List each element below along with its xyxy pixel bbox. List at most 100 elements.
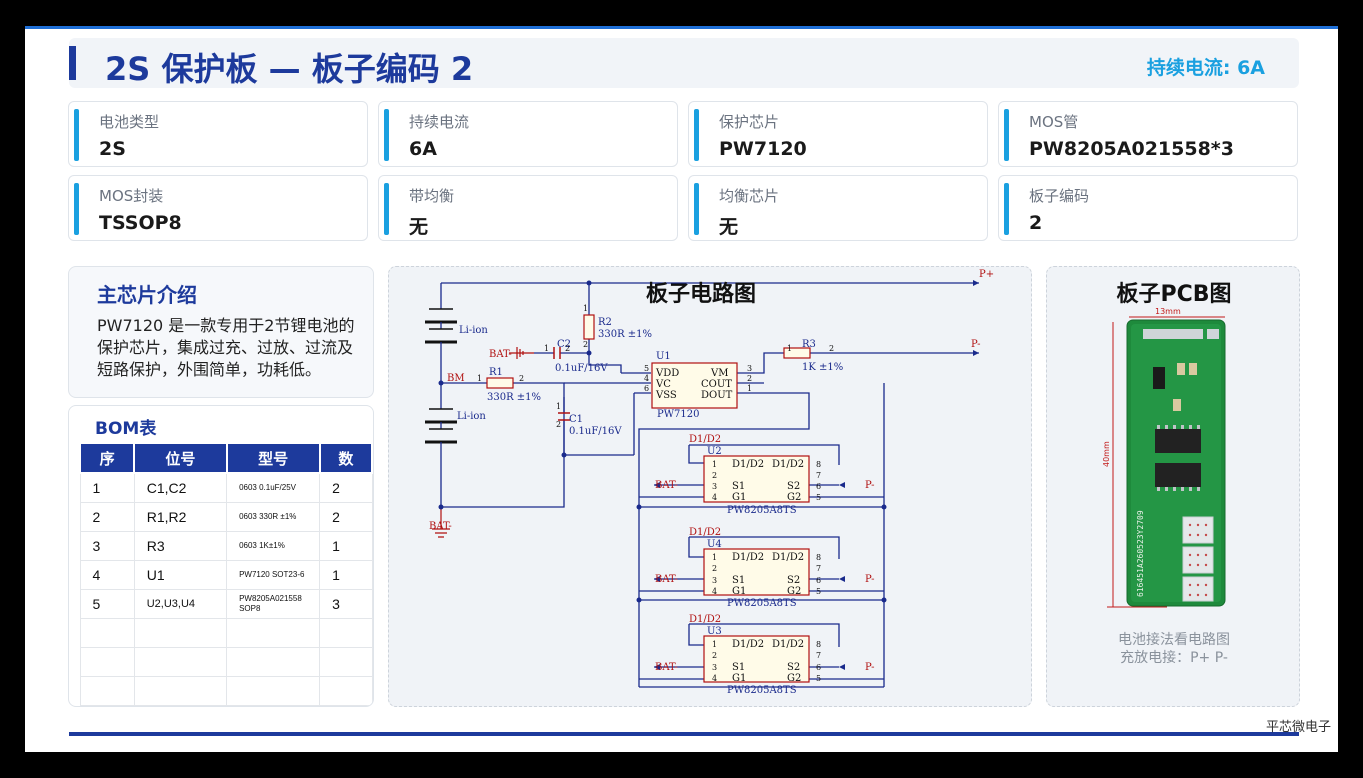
label-li-ion-2: Li-ion — [457, 411, 486, 422]
svg-text:1: 1 — [477, 374, 482, 383]
bom-header-ref: 位号 — [133, 442, 228, 474]
label-u1: U1 — [656, 351, 671, 362]
bom-cell: 2 — [319, 501, 373, 532]
label-bat-minus-u4: BAT- — [655, 574, 678, 585]
pin-u3-s2: S2 — [787, 662, 800, 673]
spec-card-balance-chip: 均衡芯片 无 — [688, 175, 988, 241]
label-u4: U4 — [707, 539, 722, 550]
page-title: 2S 保护板 — 板子编码 2 — [105, 50, 474, 88]
card-accent — [1004, 109, 1009, 161]
bom-cell: R1,R2 — [133, 501, 228, 532]
svg-text:2: 2 — [712, 564, 717, 573]
svg-text:4: 4 — [712, 493, 717, 502]
svg-text:1: 1 — [747, 384, 752, 393]
bom-header-type: 型号 — [225, 442, 321, 474]
bom-cell: 0603 330R ±1% — [226, 501, 321, 532]
svg-text:3: 3 — [712, 663, 717, 672]
pin-u3-s1: S1 — [732, 662, 745, 673]
chip-intro-panel: 主芯片介绍 PW7120 是一款专用于2节锂电池的保护芯片，集成过充、过放、过流… — [68, 266, 374, 398]
svg-text:8: 8 — [816, 460, 821, 469]
bom-cell: R3 — [133, 530, 228, 561]
spec-card-battery-type: 电池类型 2S — [68, 101, 368, 167]
label-mos-part-u3: PW8205A8TS — [727, 685, 797, 696]
bom-cell: U1 — [133, 559, 228, 590]
pcb-height-dim: 40mm — [1102, 441, 1111, 467]
svg-text:1: 1 — [712, 460, 717, 469]
bom-cell: 3 — [79, 530, 135, 561]
label-d1d2-u3: D1/D2 — [689, 614, 721, 625]
svg-text:5: 5 — [816, 674, 821, 683]
spec-label: 板子编码 — [1029, 187, 1090, 205]
pin-vss: VSS — [655, 390, 677, 401]
bom-cell: 0603 0.1uF/25V — [226, 472, 321, 503]
svg-text:4: 4 — [712, 674, 717, 683]
pin-u4-g2: G2 — [787, 586, 801, 597]
table-row: 3 R3 0603 1K±1% 1 — [79, 530, 373, 561]
label-p-plus: P+ — [979, 269, 994, 280]
label-c2-val: 0.1uF/16V — [555, 363, 608, 374]
pin-u4-d1d2-l: D1/D2 — [732, 552, 764, 563]
spec-value: 6A — [409, 138, 437, 160]
card-accent — [694, 183, 699, 235]
table-row: 1 C1,C2 0603 0.1uF/25V 2 — [79, 472, 373, 503]
svg-text:1: 1 — [556, 402, 561, 411]
svg-text:2: 2 — [747, 374, 752, 383]
bom-cell: 5 — [79, 588, 135, 619]
spec-card-balance: 带均衡 无 — [378, 175, 678, 241]
svg-text:1: 1 — [544, 344, 549, 353]
card-accent — [384, 183, 389, 235]
bom-header-row: 序 位号 型号 数 — [78, 442, 373, 474]
bom-cell: 0603 1K±1% — [226, 530, 321, 561]
label-p-minus-u3: P- — [865, 662, 875, 673]
pin-dout: DOUT — [701, 390, 733, 401]
schematic-panel: P+ P- BAT- BAT- BM BAT- P- BAT- P- BAT- … — [388, 266, 1032, 707]
label-c2: C2 — [557, 339, 571, 350]
pcb-note-charge: 充放电接：P+ P- — [1120, 650, 1228, 666]
spec-value: PW8205A021558*3 — [1029, 138, 1234, 160]
pin-u2-d1d2-r: D1/D2 — [772, 459, 804, 470]
svg-text:2: 2 — [583, 340, 588, 349]
label-c1: C1 — [569, 414, 583, 425]
card-accent — [1004, 183, 1009, 235]
pin-u2-d1d2-l: D1/D2 — [732, 459, 764, 470]
continuous-current-badge: 持续电流: 6A — [1146, 57, 1265, 79]
label-li-ion-1: Li-ion — [459, 325, 488, 336]
bom-cell: 1 — [319, 530, 373, 561]
label-u3: U3 — [707, 626, 722, 637]
slide: 2S 保护板 — 板子编码 2 持续电流: 6A 电池类型 2S 持续电流 6A… — [25, 26, 1338, 752]
label-bat-minus-gnd: BAT- — [429, 521, 452, 532]
bom-cell: 1 — [79, 472, 135, 503]
pin-u4-s1: S1 — [732, 575, 745, 586]
schematic-diagram: P+ P- BAT- BAT- BM BAT- P- BAT- P- BAT- … — [425, 269, 994, 696]
spec-label: 持续电流 — [409, 113, 470, 131]
spec-card-mos-package: MOS封装 TSSOP8 — [68, 175, 368, 241]
bom-cell: 2 — [79, 501, 135, 532]
pin-u3-d1d2-r: D1/D2 — [772, 639, 804, 650]
table-row: 5 U2,U3,U4 PW8205A021558 SOP8 3 — [79, 588, 373, 619]
pin-u2-g2: G2 — [787, 492, 801, 503]
label-r3: R3 — [802, 339, 816, 350]
svg-text:1: 1 — [712, 640, 717, 649]
pin-u2-s2: S2 — [787, 481, 800, 492]
bom-table: 序 位号 型号 数 1 C1,C2 0603 0.1uF/25V 2 2 R1,… — [78, 442, 373, 706]
svg-text:6: 6 — [644, 384, 649, 393]
svg-text:2: 2 — [556, 420, 561, 429]
svg-text:5: 5 — [816, 587, 821, 596]
spec-value: PW7120 — [719, 138, 807, 160]
title-bar: 2S 保护板 — 板子编码 2 持续电流: 6A — [69, 38, 1299, 88]
label-c1-val: 0.1uF/16V — [569, 426, 622, 437]
table-row-empty — [79, 675, 373, 706]
spec-card-mos: MOS管 PW8205A021558*3 — [998, 101, 1298, 167]
svg-text:7: 7 — [816, 564, 821, 573]
spec-label: 保护芯片 — [719, 113, 780, 131]
table-row: 2 R1,R2 0603 330R ±1% 2 — [79, 501, 373, 532]
pcb-width-dim: 13mm — [1155, 307, 1181, 316]
pin-u4-g1: G1 — [732, 586, 746, 597]
table-row: 4 U1 PW7120 SOT23-6 1 — [79, 559, 373, 590]
pin-u2-s1: S1 — [732, 481, 745, 492]
pin-u4-s2: S2 — [787, 575, 800, 586]
pcb-panel: 板子PCB图 13mm 40mm — [1046, 266, 1300, 707]
spec-label: 电池类型 — [99, 113, 160, 131]
pin-vc: VC — [655, 379, 671, 390]
bottom-rule — [69, 732, 1299, 736]
